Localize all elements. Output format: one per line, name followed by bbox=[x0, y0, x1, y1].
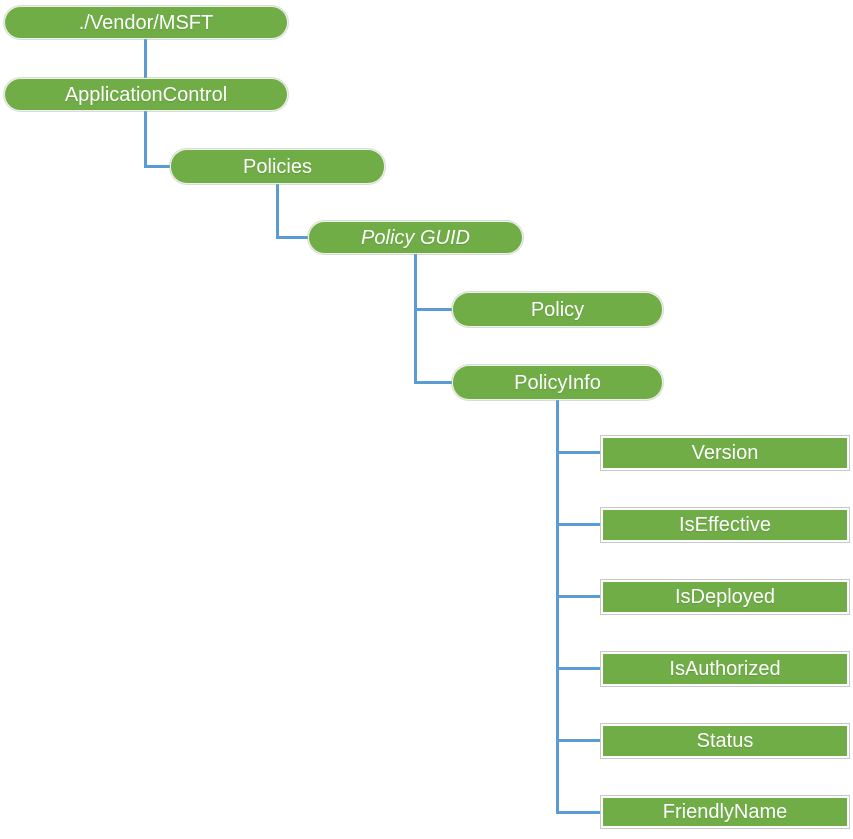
connector-applicationcontrol-to-policies-vertical bbox=[144, 111, 147, 168]
connector-policyinfo-trunk bbox=[556, 400, 559, 814]
connector-branch-version bbox=[556, 451, 600, 454]
connector-branch-iseffective bbox=[556, 523, 600, 526]
connector-branch-status bbox=[556, 739, 600, 742]
connector-applicationcontrol-to-policies-horizontal bbox=[144, 165, 170, 168]
node-policies: Policies bbox=[170, 149, 385, 184]
node-is-authorized: IsAuthorized bbox=[600, 651, 850, 687]
connector-branch-policy bbox=[414, 308, 452, 311]
node-policy-guid: Policy GUID bbox=[308, 221, 523, 254]
node-application-control: ApplicationControl bbox=[4, 78, 288, 111]
node-vendor-msft: ./Vendor/MSFT bbox=[4, 6, 288, 39]
connector-branch-isauthorized bbox=[556, 667, 600, 670]
node-policy: Policy bbox=[452, 292, 663, 327]
connector-branch-policyinfo bbox=[414, 381, 452, 384]
connector-branch-friendlyname bbox=[556, 811, 600, 814]
node-policy-info: PolicyInfo bbox=[452, 365, 663, 400]
connector-policyguid-trunk bbox=[414, 254, 417, 384]
node-is-deployed: IsDeployed bbox=[600, 579, 850, 615]
connector-branch-isdeployed bbox=[556, 595, 600, 598]
connector-policies-to-policyguid-vertical bbox=[276, 184, 279, 239]
connector-policies-to-policyguid-horizontal bbox=[276, 236, 308, 239]
node-friendly-name: FriendlyName bbox=[600, 795, 850, 829]
node-is-effective: IsEffective bbox=[600, 507, 850, 543]
connector-vendor-to-applicationcontrol bbox=[144, 39, 147, 78]
node-status: Status bbox=[600, 723, 850, 759]
node-version: Version bbox=[600, 435, 850, 471]
